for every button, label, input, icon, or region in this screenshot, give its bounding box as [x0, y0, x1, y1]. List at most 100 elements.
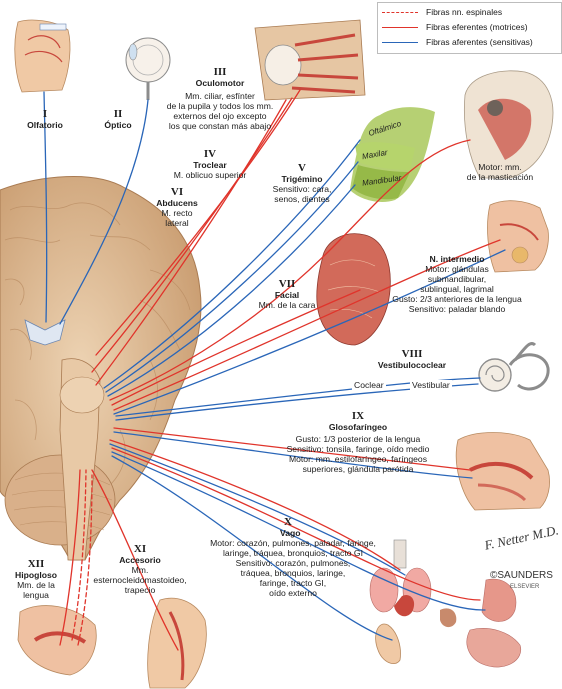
- nerve-desc-X-4: tráquea, bronquios, laringe,: [240, 568, 346, 578]
- thoracic-organs-illustration: [369, 539, 432, 617]
- head-sagittal-glands: [487, 200, 549, 273]
- nerve-name-XII: Hipogloso: [14, 570, 57, 580]
- nerve-desc-XI-1: Mm.: [131, 565, 149, 575]
- nerve-desc-XI-3: trapecio: [124, 585, 156, 595]
- nerve-number-VII: VII: [278, 278, 296, 290]
- nerve-desc-III-2: de la pupila y todos los mm.: [166, 101, 274, 111]
- nerve-desc-XI-2: esternocleidomastoideo,: [93, 575, 187, 585]
- trigeminal-motor-label: Motor: mm. de la masticación: [450, 162, 550, 182]
- external-ear-illustration: [375, 623, 401, 664]
- nerve-name-III: Oculomotor: [195, 78, 245, 88]
- intermedio-desc-1: Motor: glándulas: [425, 264, 489, 274]
- eyeball-illustration: [125, 37, 171, 100]
- nerve-desc-VI-1: M. recto: [161, 208, 193, 218]
- nerve-desc-III-4: los que constan más abajo: [168, 121, 272, 131]
- nerve-desc-X-5: faringe, tracto GI,: [259, 578, 327, 588]
- nerve-label-I: I Olfatorio: [22, 108, 68, 130]
- nerve-number-XII: XII: [27, 558, 45, 570]
- spinal-fiber-2: [77, 474, 93, 646]
- trigeminal-sensory-1: [103, 139, 361, 389]
- intermedio-sensory: [113, 249, 506, 415]
- publisher-brand-name: SAUNDERS: [497, 570, 553, 581]
- nerve-name-X: Vago: [280, 528, 301, 538]
- nerve-desc-IX-3: Motor: mm. estilofaríngeo, faríngeos: [288, 454, 428, 464]
- nerve-name-VIII: Vestibulococlear: [377, 360, 447, 370]
- nerve-number-VI: VI: [170, 186, 184, 198]
- facial-muscles-head: [316, 233, 391, 346]
- nerve-desc-IX-1: Gusto: 1/3 posterior de la lengua: [295, 434, 421, 444]
- nerve-label-VIII: VIII Vestibulococlear: [360, 348, 464, 370]
- nerve-desc-X-2: laringe, tráquea, bronquios, tracto GI: [223, 548, 363, 558]
- inner-ear-illustration: [478, 342, 550, 392]
- olfactory-fiber: [43, 91, 48, 323]
- legend-afferent-label: Fibras aferentes (sensitivas): [426, 37, 533, 47]
- nerve-label-V: V Trigémino Sensitivo: cara, senos, dien…: [264, 162, 340, 204]
- vestibulo-branch-coclear: Coclear: [352, 380, 386, 390]
- intermedio-desc-3: sublingual, lagrimal: [420, 284, 494, 294]
- trigeminal-sensory-3: [107, 184, 356, 397]
- nerve-desc-XII-1: Mm. de la: [17, 580, 55, 590]
- nerve-label-VII: VII Facial Mm. de la cara: [250, 278, 324, 310]
- hypoglossal-fiber: [59, 469, 81, 646]
- intermedio-desc-5: Sensitivo: paladar blando: [408, 304, 506, 314]
- intermedio-desc-4: Gusto: 2/3 anteriores de la lengua: [392, 294, 522, 304]
- vestibulo-branch-vestibular: Vestibular: [410, 380, 452, 390]
- nerve-number-I: I: [42, 108, 48, 120]
- nerve-label-III: III Oculomotor Mm. ciliar, esfínter de l…: [158, 66, 282, 131]
- glossopharyngeal-sensory: [113, 431, 473, 479]
- trigeminal-motor-2: de la masticación: [466, 172, 534, 182]
- vagus-ear-sensory: [111, 455, 393, 641]
- nerve-number-V: V: [298, 162, 306, 174]
- nerve-desc-III-3: externos del ojo excepto: [173, 111, 267, 121]
- nerve-desc-X-1: Motor: corazón, pulmones, paladar, farin…: [210, 538, 376, 548]
- nerve-number-IV: IV: [203, 148, 217, 160]
- trigeminal-motor-1: Motor: mm.: [478, 162, 522, 172]
- legend-afferent-swatch: [382, 42, 418, 43]
- nerve-desc-IX-2: Sensitivo: tonsila, faringe, oído medio: [286, 444, 430, 454]
- facial-fiber: [111, 289, 361, 406]
- nerve-name-VI: Abducens: [156, 198, 198, 208]
- legend-spinal-label: Fibras nn. espinales: [426, 7, 503, 17]
- face-trigeminal-regions: [350, 107, 435, 202]
- nerve-label-IV: IV Troclear M. oblicuo superior: [150, 148, 270, 180]
- nerve-number-X: X: [284, 516, 292, 528]
- nerve-desc-V-1: Sensitivo: cara,: [272, 184, 332, 194]
- nerve-name-VII: Facial: [274, 290, 300, 300]
- nerve-number-II: II: [113, 108, 123, 120]
- skull-masticators-illustration: [464, 70, 554, 179]
- nerve-number-III: III: [213, 66, 227, 78]
- nerve-desc-X-3: Sensitivo: corazón, pulmones,: [235, 558, 351, 568]
- vestibulocochlear-vestibular: [115, 377, 481, 417]
- legend-efferent-label: Fibras eferentes (motrices): [426, 22, 528, 32]
- nerve-name-IV: Troclear: [193, 160, 227, 170]
- nerve-desc-XII-2: lengua: [23, 590, 49, 600]
- optic-fiber: [59, 99, 149, 325]
- legend: Fibras nn. espinales Fibras eferentes (m…: [377, 2, 562, 54]
- publisher-sub: ELSEVIER: [510, 584, 540, 590]
- nerve-name-IX: Glosofaríngeo: [328, 422, 388, 432]
- nerve-name-V: Trigémino: [281, 174, 323, 184]
- nerve-label-II: II Óptico: [98, 108, 138, 130]
- nasal-cavity-illustration: [14, 19, 71, 93]
- legend-spinal-swatch: [382, 12, 418, 13]
- abducens-fiber: [95, 99, 287, 386]
- nerve-desc-IV-1: M. oblicuo superior: [173, 170, 247, 180]
- glossopharyngeal-motor: [113, 427, 471, 471]
- accessory-fiber: [91, 469, 179, 651]
- tongue-illustration: [17, 605, 97, 676]
- trigeminal-sensory-2: [105, 161, 359, 393]
- neck-muscles-illustration: [147, 597, 207, 689]
- troclear-fiber: [91, 97, 293, 373]
- gi-tract-illustration: [440, 578, 522, 668]
- nerve-desc-IX-4: superiores, glándula parótida: [302, 464, 414, 474]
- nerve-name-I: Olfatorio: [27, 120, 63, 130]
- trigeminal-motor: [109, 139, 471, 401]
- spinal-fiber-1: [71, 469, 87, 641]
- vagus-motor: [109, 439, 401, 571]
- nerve-desc-VI-2: lateral: [165, 218, 189, 228]
- nerve-label-X: X Vago Motor: corazón, pulmones, paladar…: [196, 516, 390, 598]
- intermedio-motor: [113, 239, 501, 411]
- intermedio-name: N. intermedio: [429, 254, 485, 264]
- nerve-name-II: Óptico: [104, 120, 132, 130]
